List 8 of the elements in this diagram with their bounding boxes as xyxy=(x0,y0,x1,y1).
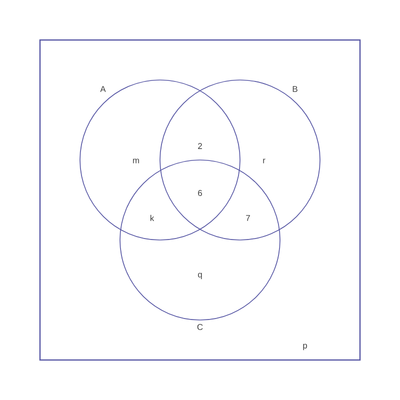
region-label: 2 xyxy=(198,143,202,149)
region-label: k xyxy=(150,214,154,222)
region-label: m xyxy=(133,158,139,164)
region-label: r xyxy=(263,158,266,164)
region-label: 6 xyxy=(198,190,202,196)
region-label: 7 xyxy=(246,215,250,221)
region-label: q xyxy=(198,272,202,280)
node-label: C xyxy=(197,324,203,330)
